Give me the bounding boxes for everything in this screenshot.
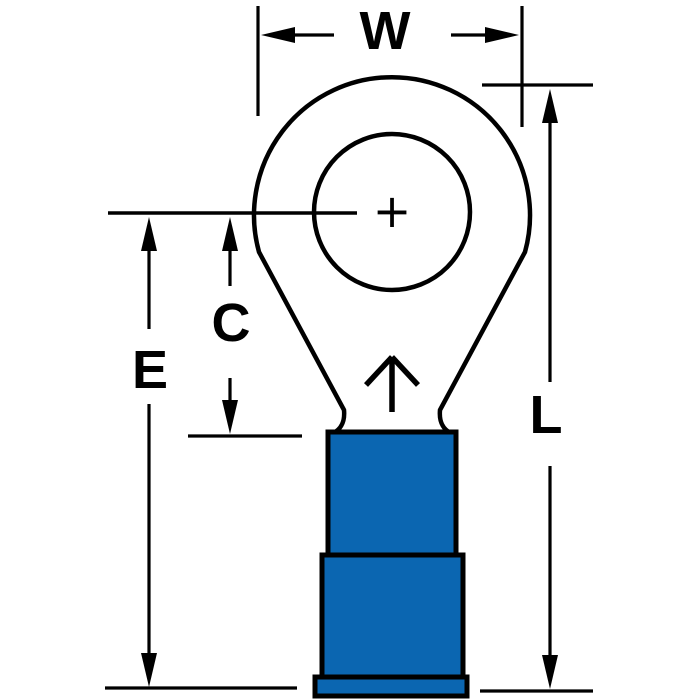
dim-e-arrow-bottom-icon [141, 653, 157, 687]
dim-c-arrow-bottom-icon [222, 400, 238, 434]
dim-w-arrow-left-icon [261, 27, 295, 43]
insulation-barrel-upper [325, 429, 459, 558]
dim-l-label: L [530, 385, 563, 445]
dim-l-arrow-top-icon [542, 89, 558, 123]
dim-w-label: W [360, 1, 411, 61]
dimension-c: C [188, 217, 302, 438]
dim-e-arrow-top-icon [141, 217, 157, 251]
dimension-l: L [480, 83, 593, 693]
dim-l-arrow-bottom-icon [542, 655, 558, 689]
up-arrow-icon [363, 355, 421, 412]
dim-e-label: E [132, 340, 168, 400]
insulation-barrel-lower [319, 552, 466, 680]
dim-c-arrow-top-icon [222, 217, 238, 251]
dim-w-arrow-right-icon [485, 27, 519, 43]
dimension-e: E [105, 217, 297, 690]
hole-center-mark-icon: + [373, 184, 412, 238]
dimension-w: W [256, 1, 524, 127]
insulation-barrel-flange [312, 674, 470, 699]
dim-c-label: C [212, 293, 251, 353]
